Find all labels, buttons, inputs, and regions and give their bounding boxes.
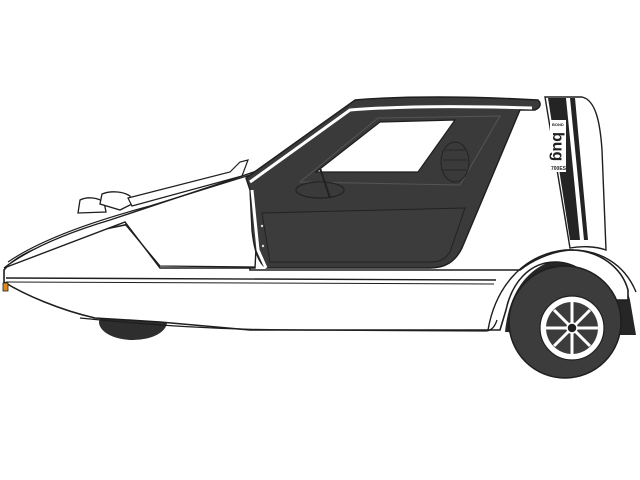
bonnet-strip	[127, 159, 249, 207]
badge-bottom-text: 700ES	[551, 166, 567, 172]
dashboard	[295, 181, 345, 199]
seat	[440, 141, 470, 183]
body-crease-line	[5, 277, 497, 281]
sill-line	[79, 317, 498, 332]
door-hinge-2	[261, 244, 265, 248]
wheel-hub	[566, 322, 578, 334]
body-crease-line-2	[5, 281, 495, 285]
badge: bug	[549, 132, 566, 161]
badge-main-text: bug	[549, 132, 566, 161]
bonnet-panel-line	[124, 223, 256, 268]
seat-lines	[443, 149, 467, 171]
canopy-trim	[249, 105, 533, 184]
front-indicator	[2, 282, 9, 292]
door-hinge-1	[260, 224, 264, 228]
steering-wheel	[319, 167, 331, 199]
rear-arch-edge	[487, 249, 637, 331]
bonnet-edge-line	[7, 174, 251, 263]
window-frame-inner	[298, 115, 501, 186]
rear-wheel	[508, 265, 622, 379]
door-panel	[261, 207, 466, 263]
badge-top-text: BOND	[552, 122, 564, 127]
side-window	[314, 119, 457, 173]
rear-stripe-thin	[570, 98, 588, 240]
a-pillar-trim	[250, 189, 268, 269]
badge-background	[550, 120, 566, 172]
